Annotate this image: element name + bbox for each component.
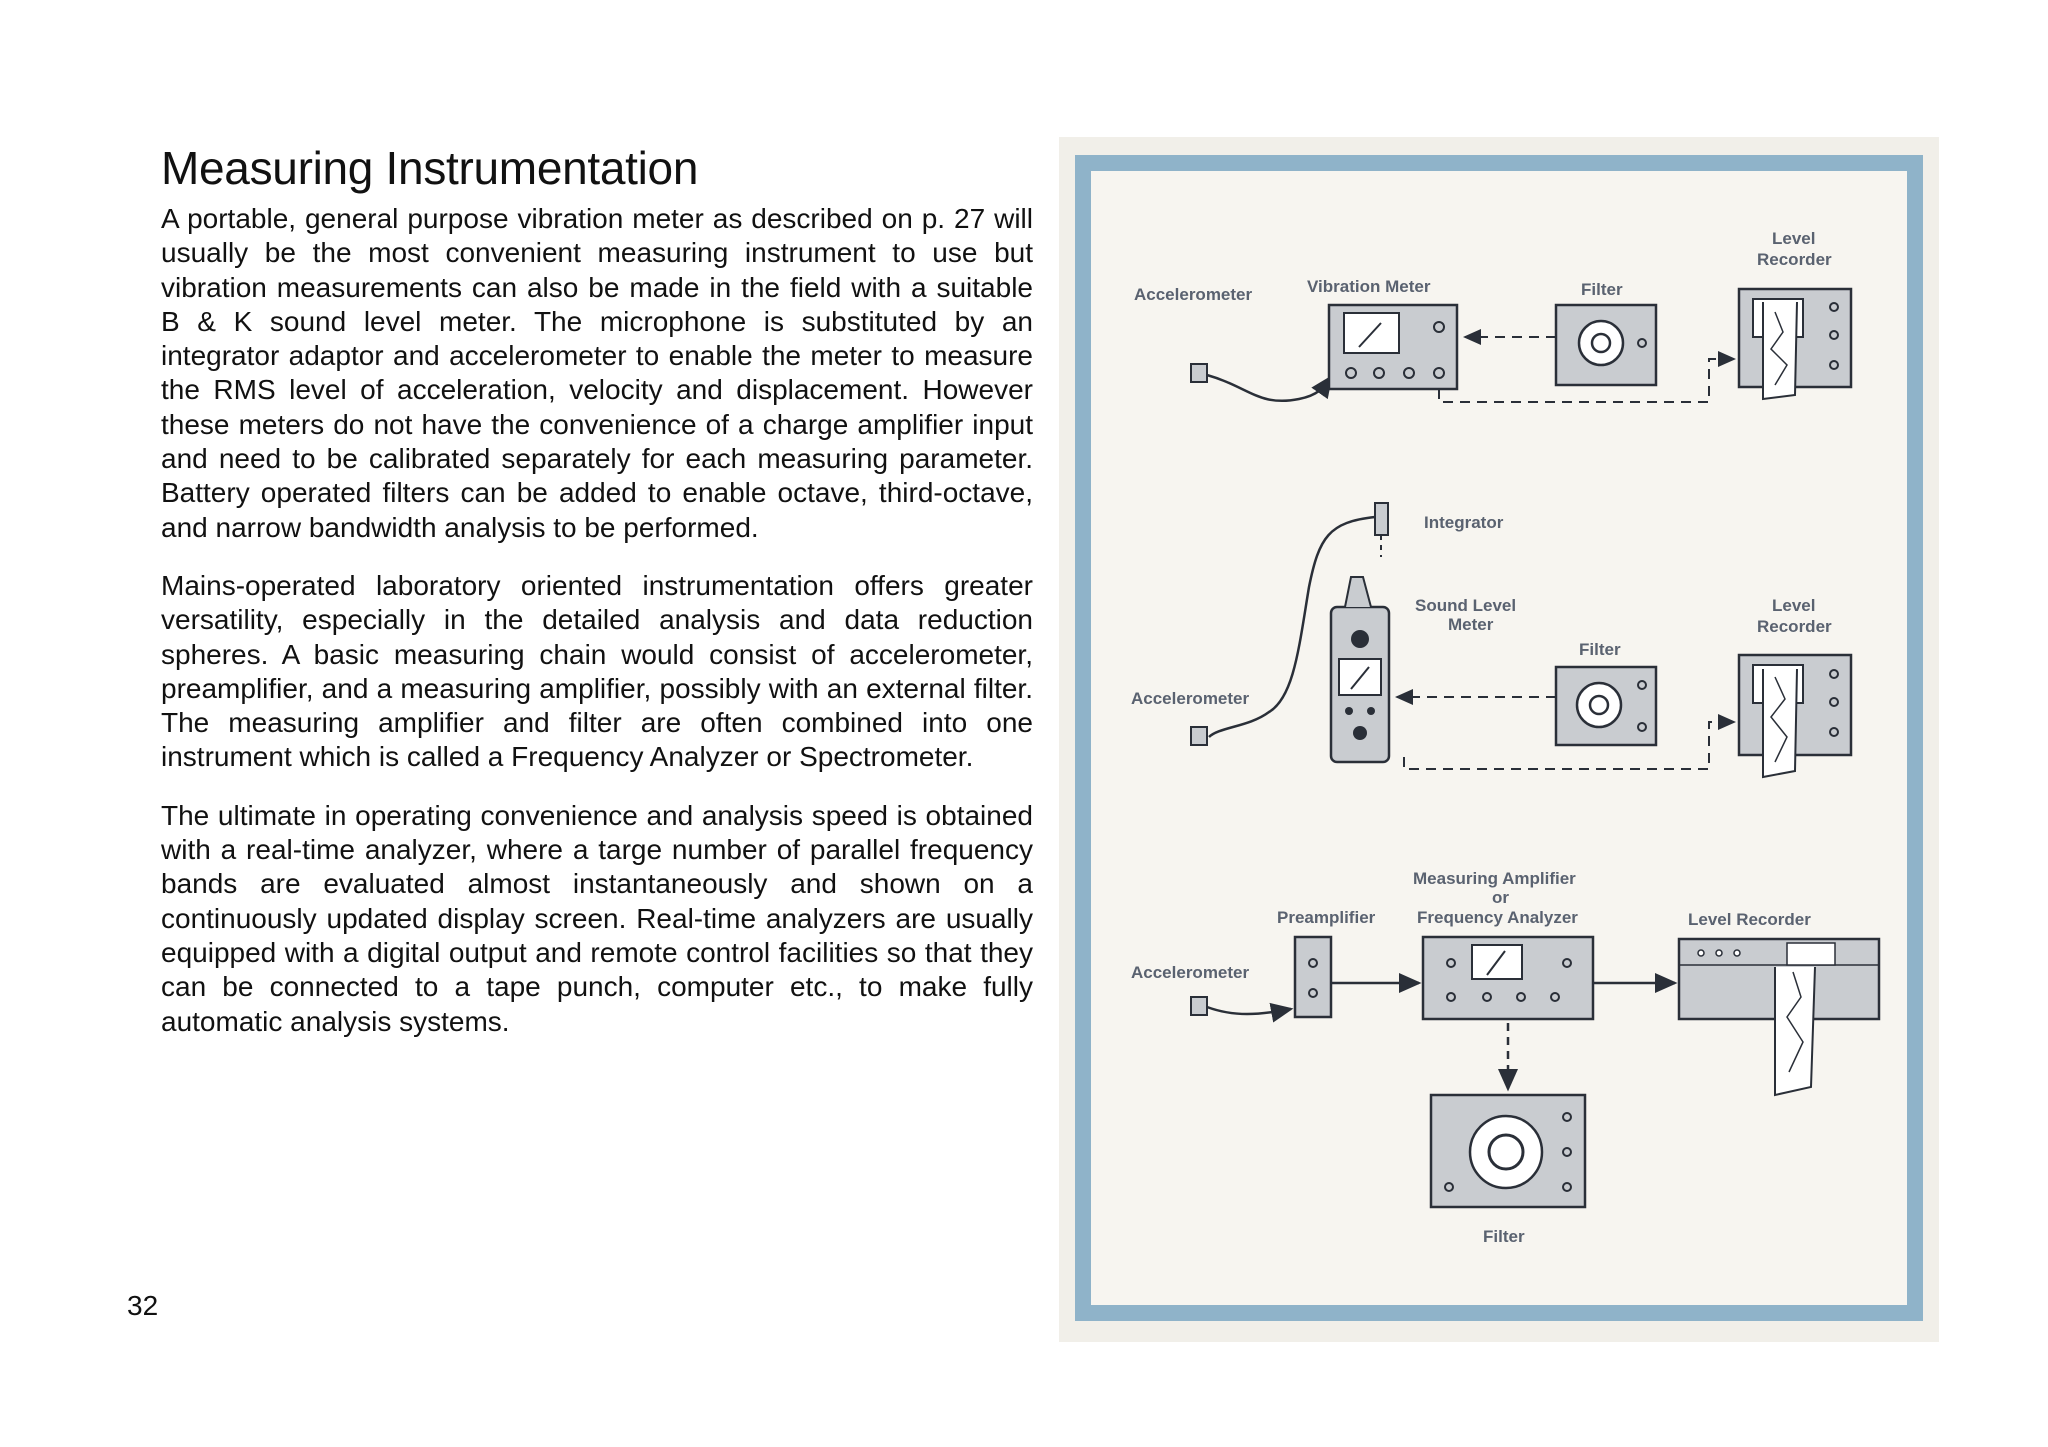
label-integrator: Integrator [1424,513,1504,532]
preamplifier-device [1293,935,1333,1019]
label-filter-1: Filter [1581,280,1623,299]
label-level-recorder-1b: Recorder [1757,250,1832,269]
label-measuring-amplifier-c: Frequency Analyzer [1417,908,1578,927]
label-sound-level-meter-a: Sound Level [1415,596,1516,615]
accelerometer-icon [1190,363,1208,383]
cable-accel-to-integrator [1208,515,1376,738]
label-level-recorder-2a: Level [1772,596,1815,615]
instrumentation-figure: Accelerometer Vibration Meter Filter Lev… [1059,137,1939,1342]
accelerometer-icon-2 [1190,726,1208,746]
diagram-frequency-analyzer-chain: Measuring Amplifier or Frequency Analyze… [1131,869,1881,1246]
label-filter-2: Filter [1579,640,1621,659]
label-measuring-amplifier-b: or [1492,888,1509,907]
label-accelerometer-2: Accelerometer [1131,689,1250,708]
label-level-recorder-2b: Recorder [1757,617,1832,636]
label-sound-level-meter-b: Meter [1448,615,1494,634]
label-accelerometer-1: Accelerometer [1134,285,1253,304]
paragraph-portable-meter: A portable, general purpose vibration me… [161,203,1033,543]
diagram-vibration-meter-chain: Accelerometer Vibration Meter Filter Lev… [1134,229,1853,403]
label-preamplifier: Preamplifier [1277,908,1376,927]
accelerometer-icon-3 [1190,996,1208,1016]
page-title: Measuring Instrumentation [161,142,699,194]
label-level-recorder-1a: Level [1772,229,1815,248]
diagram-sound-level-meter-chain: Integrator Sound Level Meter Acceleromet… [1131,502,1853,779]
paragraph-mains-operated: Mains-operated laboratory oriented instr… [161,569,1033,773]
paragraph-real-time: The ultimate in operating convenience an… [161,799,1033,1037]
label-measuring-amplifier-a: Measuring Amplifier [1413,869,1576,888]
page-number: 32 [127,1290,159,1321]
cable-accel-to-meter [1206,373,1333,403]
label-filter-3: Filter [1483,1227,1525,1246]
label-vibration-meter: Vibration Meter [1307,277,1431,296]
label-level-recorder-3: Level Recorder [1688,910,1811,929]
body-text: A portable, general purpose vibration me… [161,202,1033,1063]
instrumentation-diagrams: Accelerometer Vibration Meter Filter Lev… [1075,155,1923,1321]
label-accelerometer-3: Accelerometer [1131,963,1250,982]
integrator-device [1374,502,1389,536]
